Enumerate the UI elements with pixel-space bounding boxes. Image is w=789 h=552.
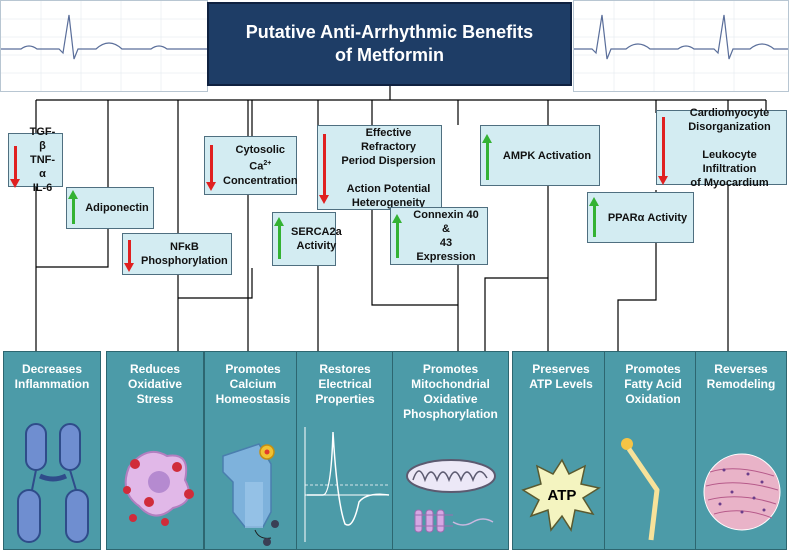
up-arrow-icon [392,214,402,258]
outcome-panel-inflammation: Decreases Inflammation [3,351,101,550]
mechanism-nfkb: NFκB Phosphorylation [122,233,232,275]
ecg-trace-left [0,0,208,92]
up-arrow-icon [482,134,492,180]
outcome-panel-remodeling: Reverses Remodeling [695,351,787,550]
outcome-panel-electrical: Restores Electrical Properties [296,351,394,550]
mechanism-label: TGF-β TNF-α IL-6 [29,126,56,194]
mechanism-cytosolic-calcium: Cytosolic Ca2+ Concentration [204,136,298,195]
outcome-label: Decreases Inflammation [14,362,90,391]
calcium-text: Cytosolic Ca [235,144,286,173]
mechanism-label: Cardiomyocyte Disorganization Leukocyte … [688,106,771,189]
mechanism-label: NFκB Phosphorylation [141,241,228,267]
ecg-waveform-icon [574,1,788,91]
outcome-label: Reduces Oxidative Stress [127,362,183,406]
outcome-panel-calcium: Promotes Calcium Homeostasis [204,351,302,550]
up-arrow-icon [589,197,599,237]
up-arrow-icon [68,190,78,224]
mechanism-connexin: Connexin 40 & 43 Expression [390,207,488,265]
mechanism-label: PPARα Activity [607,211,688,224]
outcome-label: Preserves ATP Levels [529,362,593,391]
mechanism-ampk: AMPK Activation [480,125,600,186]
outcome-label: Promotes Mitochondrial Oxidative Phospho… [403,362,498,421]
mechanism-inflammatory-cytokines: TGF-β TNF-α IL-6 [8,126,63,194]
down-arrow-icon [124,240,134,272]
mechanism-label: Adiponectin [85,202,149,214]
outcome-label: Promotes Fatty Acid Oxidation [624,362,682,406]
mechanism-label: SERCA2a Activity [291,226,342,252]
fatty-acid-icon [621,438,660,541]
up-arrow-icon [274,217,284,259]
outcome-panel-oxidative: Reduces Oxidative Stress [106,351,204,550]
calcium-channel-icon [222,443,279,546]
outcome-label: Promotes Calcium Homeostasis [215,362,291,406]
mechanism-label: Connexin 40 & 43 Expression [413,209,479,263]
atp-label: ATP [548,487,577,504]
mechanism-electrical-dispersion: Effective Refractory Period Dispersion A… [317,125,442,210]
down-arrow-icon [10,146,20,188]
mechanism-label: Effective Refractory Period Dispersion A… [341,126,436,209]
mechanism-adiponectin: Adiponectin [66,187,154,229]
mechanism-ppar: PPARα Activity [587,192,694,243]
tissue-histology-icon [703,453,781,531]
mitochondrion-icon [406,459,496,533]
mechanism-label: AMPK Activation [502,149,592,162]
down-arrow-icon [658,117,668,185]
down-arrow-icon [206,145,216,191]
title-box: Putative Anti-Arrhythmic Benefits of Met… [207,2,572,86]
outcome-label: Reverses Remodeling [706,362,776,391]
chromosome-icon [17,423,89,543]
outcome-panel-atp: Preserves ATP Levels ATP [512,351,610,550]
ecg-trace-right [573,0,789,92]
diagram-title: Putative Anti-Arrhythmic Benefits of Met… [245,22,534,65]
calcium-text-rest: Concentration [223,174,298,187]
outcome-panel-mitochondrial: Promotes Mitochondrial Oxidative Phospho… [392,351,509,550]
mechanism-cardiomyocyte: Cardiomyocyte Disorganization Leukocyte … [656,107,787,189]
action-potential-icon [304,427,390,542]
ecg-waveform-icon [1,1,207,91]
outcome-label: Restores Electrical Properties [315,362,375,406]
down-arrow-icon [319,134,329,204]
calcium-superscript: 2+ [263,160,272,168]
oxidative-cell-icon [123,450,194,526]
atp-burst-icon: ATP [521,458,601,532]
mechanism-label: Cytosolic Ca2+ Concentration [223,143,298,188]
outcome-panel-fatty-acid: Promotes Fatty Acid Oxidation [604,351,702,550]
mechanism-serca2a: SERCA2a Activity [272,212,342,266]
